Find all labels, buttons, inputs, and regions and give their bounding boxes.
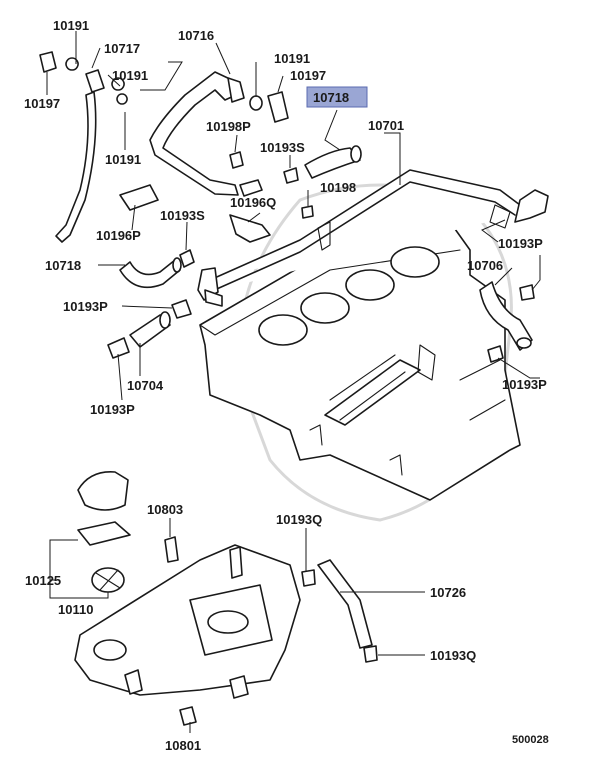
clip-10193S-lower	[179, 249, 195, 268]
water-pipe-10716	[149, 71, 263, 197]
label-10803: 10803	[147, 502, 183, 517]
clip-10193Q-b	[363, 645, 378, 663]
bolt-10198P	[229, 151, 244, 169]
hose-10718-upper	[304, 145, 362, 179]
label-10726: 10726	[430, 585, 466, 600]
label-10701: 10701	[368, 118, 404, 133]
water-outlet-manifold	[74, 544, 301, 726]
label-10193S-b: 10193S	[160, 208, 205, 223]
label-10191-b: 10191	[112, 68, 148, 83]
hose-10706	[479, 281, 533, 351]
bypass-pipe-left	[39, 51, 159, 243]
label-10193P-c: 10193P	[90, 402, 135, 417]
hose-10704	[129, 311, 171, 348]
label-10706: 10706	[467, 258, 503, 273]
clip-10193P-c	[107, 337, 130, 359]
label-10191-d: 10191	[274, 51, 310, 66]
thermostat-housing	[77, 471, 179, 593]
label-10193S-a: 10193S	[260, 140, 305, 155]
clip-10193Q-a	[301, 569, 316, 587]
label-10193P-d: 10193P	[502, 377, 547, 392]
label-10191-c: 10191	[105, 152, 141, 167]
label-10110: 10110	[58, 602, 93, 617]
label-10193Q-b: 10193Q	[430, 648, 476, 663]
water-pipe-10701	[197, 169, 549, 307]
hose-10726	[317, 559, 373, 649]
label-10718: 10718	[45, 258, 81, 273]
hose-10718-lower	[119, 257, 182, 289]
label-10196P: 10196P	[96, 228, 141, 243]
label-10716: 10716	[178, 28, 214, 43]
leader-lines	[46, 31, 541, 733]
diagram-code: 500028	[512, 734, 549, 746]
washer-10191-d	[249, 95, 263, 111]
label-10801: 10801	[165, 738, 201, 753]
label-10193P-b: 10193P	[498, 236, 543, 251]
clip-10193P-a	[171, 299, 192, 319]
label-10193P-a: 10193P	[63, 299, 108, 314]
clip-10193P-d	[487, 345, 504, 363]
label-10125: 10125	[25, 573, 61, 588]
label-10718-highlight[interactable]: 10718	[313, 90, 349, 105]
part-labels: 10191 10717 10197 10191 10191 10716 1019…	[24, 18, 549, 753]
label-10197-a: 10197	[24, 96, 60, 111]
label-10717: 10717	[104, 41, 140, 56]
label-10191-a: 10191	[53, 18, 89, 33]
bolt-10198	[301, 205, 314, 219]
label-10193Q-a: 10193Q	[276, 512, 322, 527]
label-10198: 10198	[320, 180, 356, 195]
highlight-10718	[306, 86, 368, 108]
clip-10193S-upper	[283, 167, 299, 184]
label-10196Q: 10196Q	[230, 195, 276, 210]
engine-block	[199, 221, 521, 501]
clip-10193P-b	[519, 284, 535, 301]
bracket-10196Q	[229, 214, 271, 243]
label-10197-b: 10197	[290, 68, 326, 83]
bolt-10197-b	[267, 91, 289, 123]
label-10704: 10704	[127, 378, 164, 393]
label-10198P: 10198P	[206, 119, 251, 134]
